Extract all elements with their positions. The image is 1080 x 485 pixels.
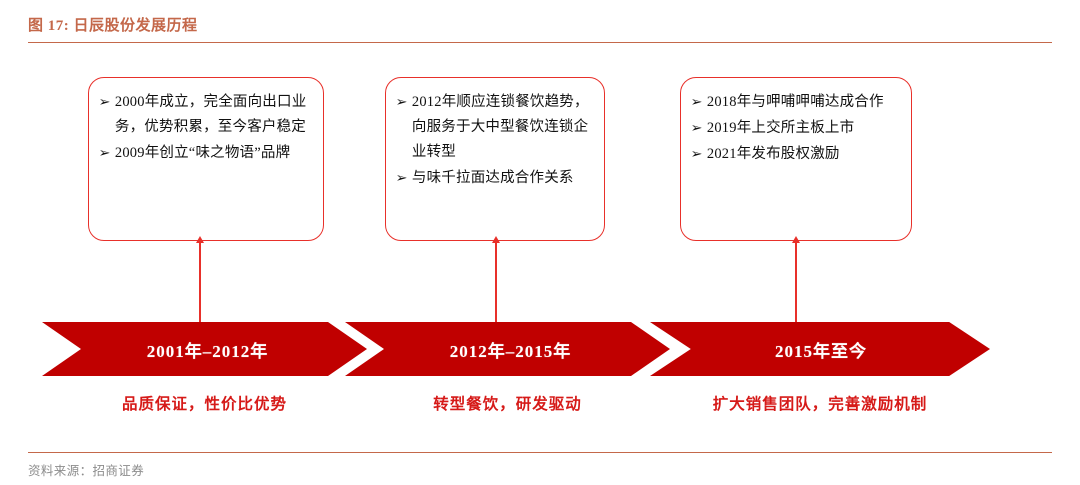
connector-line-1 [195, 236, 204, 322]
phase-arrow-3: 2015年至今 [650, 322, 990, 376]
arrowhead-up-icon [791, 236, 800, 243]
phase-period-label: 2015年至今 [775, 341, 867, 361]
milestone-text: 2021年发布股权激励 [706, 146, 840, 162]
timeline-canvas: ➢ 2000年成立，完全面向出口业务，优势积累，至今客户稳定 ➢ 2009年创立… [0, 50, 1080, 440]
milestone-text: 2012年顺应连锁餐饮趋势，向服务于大中型餐饮连锁企业转型 [411, 94, 589, 160]
list-item: ➢ 2012年顺应连锁餐饮趋势，向服务于大中型餐饮连锁企业转型 [395, 90, 594, 165]
source-label: 资料来源：招商证券 [28, 464, 145, 478]
milestone-text: 2019年上交所主板上市 [706, 120, 855, 136]
milestone-box-1: ➢ 2000年成立，完全面向出口业务，优势积累，至今客户稳定 ➢ 2009年创立… [88, 77, 324, 241]
footer-divider [28, 452, 1052, 453]
bullet-arrow-icon: ➢ [98, 95, 111, 110]
bullet-arrow-icon: ➢ [690, 121, 703, 136]
figure-header: 图 17: 日辰股份发展历程 [28, 14, 1052, 43]
bullet-arrow-icon: ➢ [690, 147, 703, 162]
figure-title: 图 17: 日辰股份发展历程 [28, 18, 198, 34]
list-item: ➢ 2009年创立“味之物语”品牌 [98, 141, 313, 166]
arrowhead-up-icon [491, 236, 500, 243]
connector-line-3 [791, 236, 800, 322]
bullet-arrow-icon: ➢ [395, 171, 408, 186]
phase-caption-3: 扩大销售团队，完善激励机制 [712, 396, 928, 413]
phase-period-label: 2012年–2015年 [449, 341, 572, 361]
arrowhead-up-icon [195, 236, 204, 243]
milestone-box-2: ➢ 2012年顺应连锁餐饮趋势，向服务于大中型餐饮连锁企业转型 ➢ 与味千拉面达… [385, 77, 605, 241]
list-item: ➢ 与味千拉面达成合作关系 [395, 166, 594, 191]
milestone-box-3: ➢ 2018年与呷哺呷哺达成合作 ➢ 2019年上交所主板上市 ➢ 2021年发… [680, 77, 912, 241]
milestone-text: 2009年创立“味之物语”品牌 [114, 145, 291, 161]
connector-line-2 [491, 236, 500, 322]
list-item: ➢ 2021年发布股权激励 [690, 142, 901, 167]
figure-footer: 资料来源：招商证券 [28, 452, 1052, 479]
phase-caption-2: 转型餐饮，研发驱动 [433, 396, 582, 413]
phase-arrow-1: 2001年–2012年 [42, 322, 367, 376]
milestone-text: 与味千拉面达成合作关系 [411, 170, 574, 186]
milestone-text: 2000年成立，完全面向出口业务，优势积累，至今客户稳定 [114, 94, 307, 135]
list-item: ➢ 2018年与呷哺呷哺达成合作 [690, 90, 901, 115]
list-item: ➢ 2000年成立，完全面向出口业务，优势积累，至今客户稳定 [98, 90, 313, 140]
phase-period-label: 2001年–2012年 [146, 341, 269, 361]
phase-caption-1: 品质保证，性价比优势 [121, 396, 287, 413]
phase-arrow-2: 2012年–2015年 [345, 322, 670, 376]
milestone-text: 2018年与呷哺呷哺达成合作 [706, 94, 884, 110]
list-item: ➢ 2019年上交所主板上市 [690, 116, 901, 141]
bullet-arrow-icon: ➢ [690, 95, 703, 110]
title-divider [28, 42, 1052, 43]
bullet-arrow-icon: ➢ [98, 146, 111, 161]
bullet-arrow-icon: ➢ [395, 95, 408, 110]
